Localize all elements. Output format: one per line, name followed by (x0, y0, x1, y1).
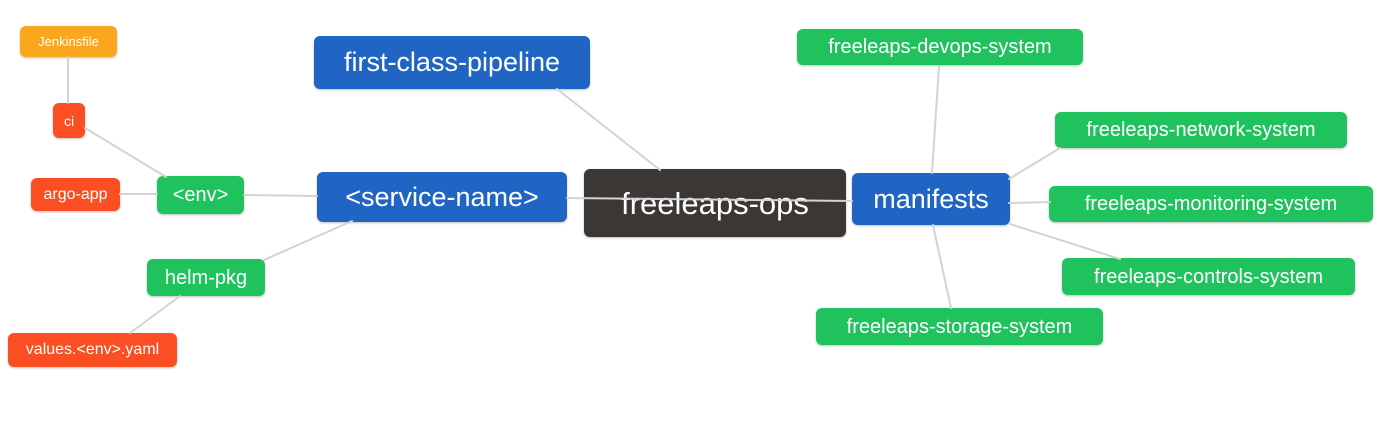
edge-manifests-to-freeleaps-storage-system (932, 224, 952, 309)
node-freeleaps-storage-system[interactable]: freeleaps-storage-system (816, 308, 1103, 345)
edge-helm-pkg-to-service-name (263, 220, 353, 261)
edge-env-to-service-name (243, 194, 318, 197)
edge-manifests-to-freeleaps-monitoring-system (1008, 201, 1051, 204)
node-argo-app[interactable]: argo-app (31, 178, 120, 211)
node-freeleaps-controls-system[interactable]: freeleaps-controls-system (1062, 258, 1355, 295)
edge-ci-to-env (84, 127, 167, 178)
node-jenkinsfile[interactable]: Jenkinsfile (20, 26, 117, 57)
edge-manifests-to-freeleaps-devops-system (931, 65, 940, 174)
edge-manifests-to-freeleaps-network-system (1008, 147, 1061, 180)
node-freeleaps-network-system[interactable]: freeleaps-network-system (1055, 112, 1347, 148)
node-values-env-yaml[interactable]: values.<env>.yaml (8, 333, 177, 367)
node-helm-pkg[interactable]: helm-pkg (147, 259, 265, 296)
edge-first-class-pipeline-to-freeleaps-ops (556, 88, 661, 171)
node-freeleaps-devops-system[interactable]: freeleaps-devops-system (797, 29, 1083, 65)
node-freeleaps-ops[interactable]: freeleaps-ops (584, 169, 846, 237)
node-first-class-pipeline[interactable]: first-class-pipeline (314, 36, 590, 89)
edge-manifests-to-freeleaps-controls-system (1009, 223, 1121, 260)
node-env[interactable]: <env> (157, 176, 244, 214)
node-ci[interactable]: ci (53, 103, 85, 138)
node-manifests[interactable]: manifests (852, 173, 1010, 225)
node-service-name[interactable]: <service-name> (317, 172, 567, 222)
node-freeleaps-monitoring-system[interactable]: freeleaps-monitoring-system (1049, 186, 1373, 222)
edge-values-env-yaml-to-helm-pkg (129, 295, 181, 334)
